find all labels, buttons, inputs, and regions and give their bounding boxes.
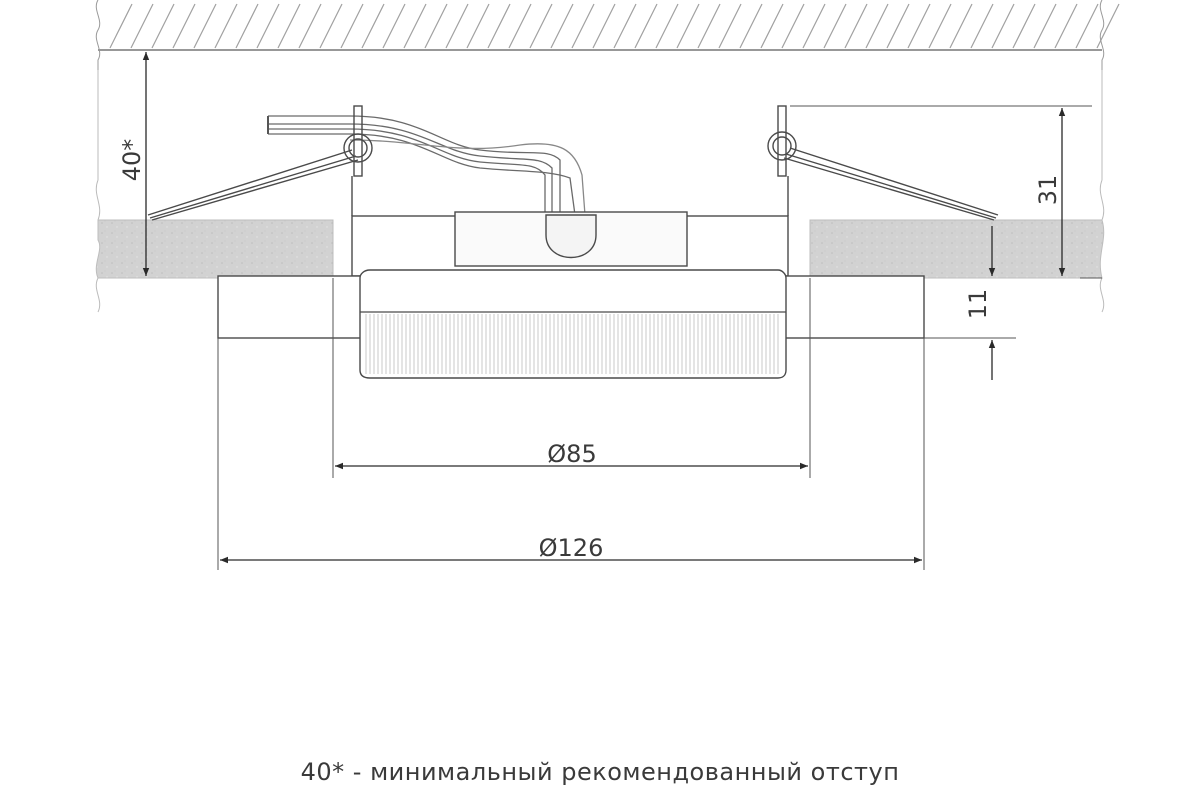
dimension-panel-thickness-label: 11 [964,289,992,320]
hatch-stroke [886,3,910,49]
dimension-outer-diameter: Ø126 [217,338,925,570]
hatch-stroke [235,3,259,49]
hatch-stroke [949,3,973,49]
fixture-housing [351,176,789,277]
hatch-stroke [487,3,511,49]
hatch-stroke [760,3,784,49]
hatch-stroke [361,3,385,49]
dimension-min-offset-label: 40* [118,139,146,182]
hatch-stroke [445,3,469,49]
hatch-stroke [403,3,427,49]
hatch-stroke [382,3,406,49]
dimension-cutout-diameter: Ø85 [332,278,811,478]
hatch-stroke [697,3,721,49]
hatch-stroke [1075,3,1099,49]
hatch-stroke [781,3,805,49]
hatch-stroke [928,3,952,49]
hatch-stroke [214,3,238,49]
hatch-stroke [193,3,217,49]
hatch-stroke [298,3,322,49]
dimension-outer-diameter-label: Ø126 [539,534,604,562]
hatch-stroke [739,3,763,49]
hatch-stroke [1096,3,1120,49]
lens-diffuser [359,269,787,379]
hatch-stroke [424,3,448,49]
hatch-stroke [529,3,553,49]
hatch-stroke [802,3,826,49]
hatch-stroke [1012,3,1036,49]
ceiling-panel-left [95,219,334,279]
spring-clip-right [767,105,999,221]
hatch-stroke [340,3,364,49]
hatch-stroke [865,3,889,49]
hatch-stroke [1033,3,1057,49]
hatch-stroke [319,3,343,49]
hatch-stroke [571,3,595,49]
hatch-stroke [1054,3,1078,49]
dimension-min-offset: 40* [118,52,150,276]
hatch-stroke [676,3,700,49]
hatch-stroke [823,3,847,49]
dimension-mount-height: 31 [790,105,1102,279]
hatch-stroke [907,3,931,49]
hatch-stroke [592,3,616,49]
hatch-stroke [844,3,868,49]
footnote: 40* - минимальный рекомендованный отступ [300,758,900,786]
hatch-stroke [970,3,994,49]
hatch-stroke [718,3,742,49]
hatch-stroke [109,3,133,49]
dimension-mount-height-label: 31 [1034,175,1062,206]
ceiling-panel-right [809,219,1105,279]
hatch-stroke [655,3,679,49]
hatch-stroke [151,3,175,49]
hatch-stroke [466,3,490,49]
hatch-stroke [550,3,574,49]
hatch-stroke [508,3,532,49]
supply-wires [267,115,586,216]
slab-hatch [95,0,1120,70]
hatch-stroke [277,3,301,49]
hatch-stroke [634,3,658,49]
spring-clip-left [147,105,373,221]
hatch-stroke [130,3,154,49]
break-lines [95,70,1105,313]
hatch-stroke [256,3,280,49]
hatch-stroke [991,3,1015,49]
hatch-stroke [172,3,196,49]
dimension-panel-thickness: 11 [924,226,1016,380]
dimension-cutout-diameter-label: Ø85 [547,440,596,468]
hatch-stroke [613,3,637,49]
